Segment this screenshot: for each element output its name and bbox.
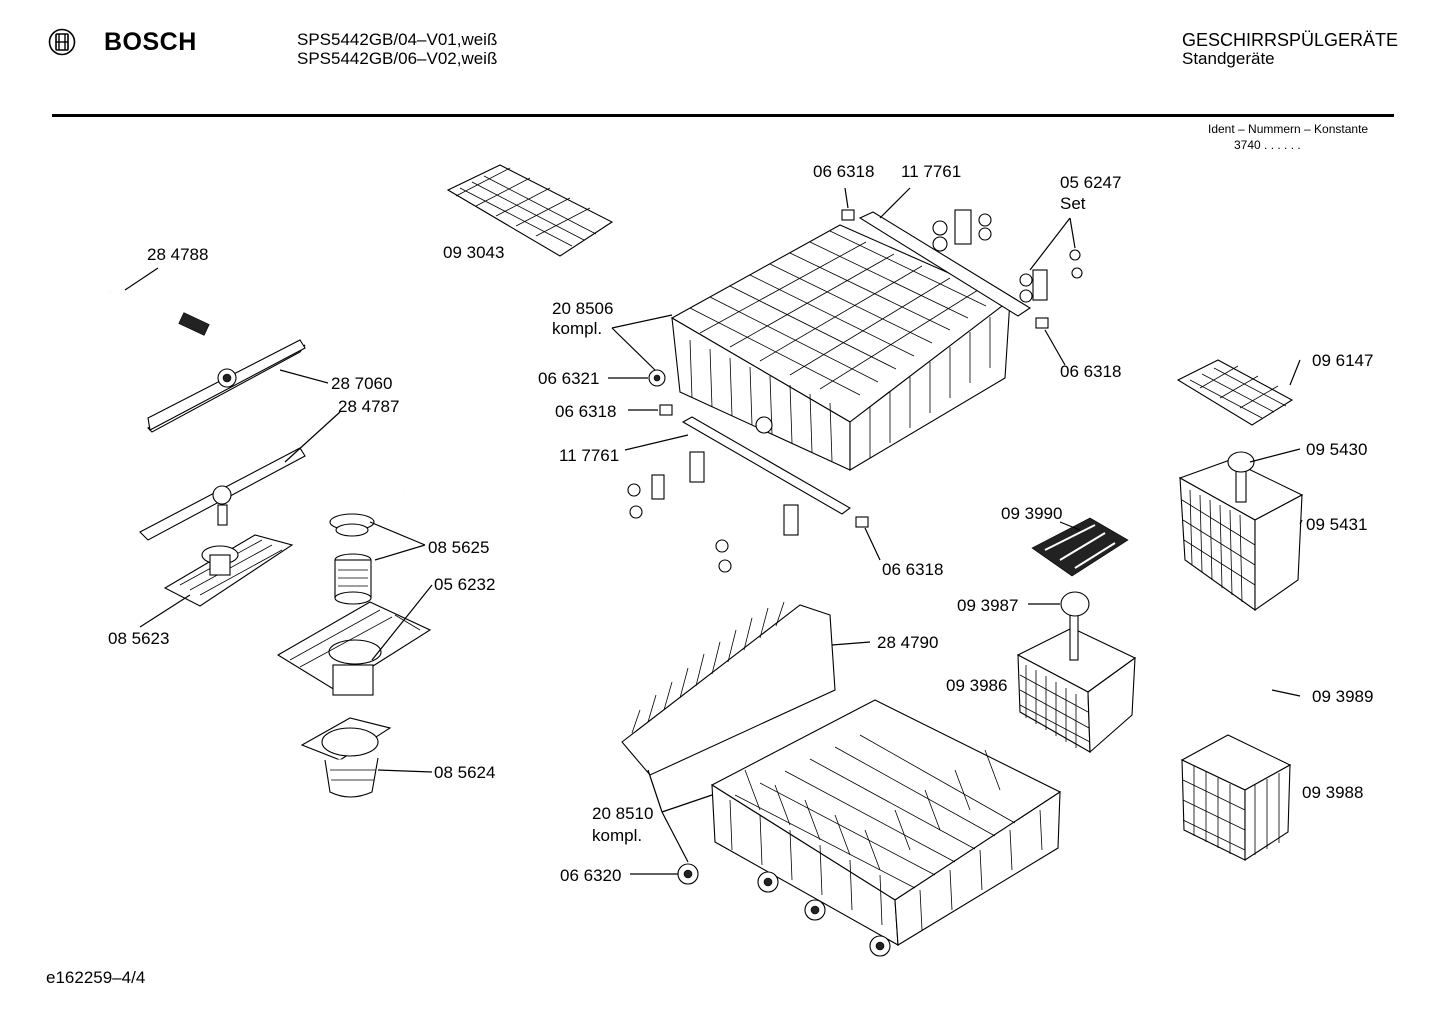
lower-basket <box>710 699 1062 946</box>
upper-rail-top <box>858 211 1032 317</box>
part-label-096147: 09 6147 <box>1312 351 1373 370</box>
part-label-093990: 09 3990 <box>1001 504 1062 523</box>
spray-arm-hub <box>163 534 294 607</box>
part-label-208506-note: kompl. <box>552 319 602 338</box>
part-label-093986: 09 3986 <box>946 676 1007 695</box>
part-label-066318-top: 06 6318 <box>813 162 874 181</box>
document-number: e162259–4/4 <box>46 968 146 987</box>
bosch-logo-icon <box>48 28 76 56</box>
model-line-1: SPS5442GB/04–V01,weiß <box>297 30 498 49</box>
part-label-117761-top: 11 7761 <box>901 162 961 181</box>
model-line-2: SPS5442GB/06–V02,weiß <box>297 49 498 68</box>
ident-value: 3740 . . . . . . <box>1234 138 1301 152</box>
upper-basket <box>670 224 1012 471</box>
cutlery-basket-lid <box>1031 517 1129 577</box>
appliance-category: GESCHIRRSPÜLGERÄTE <box>1182 30 1399 50</box>
part-label-066318-bottom: 06 6318 <box>882 560 943 579</box>
part-label-093987: 09 3987 <box>957 596 1018 615</box>
micro-filter <box>334 553 372 605</box>
part-label-208506: 20 8506 <box>552 299 613 318</box>
part-label-066321: 06 6321 <box>538 369 599 388</box>
part-label-085623: 08 5623 <box>108 629 169 648</box>
part-label-208510: 20 8510 <box>592 804 653 823</box>
rail-brackets <box>627 209 1083 573</box>
filter-pipe-handle <box>329 477 407 537</box>
cup-shelf-insert <box>446 164 614 257</box>
part-label-085625: 08 5625 <box>428 538 489 557</box>
part-label-093043: 09 3043 <box>443 243 504 262</box>
upper-basket-wheel <box>648 369 773 434</box>
part-label-066318-right: 06 6318 <box>1060 362 1121 381</box>
header-divider <box>52 114 1394 117</box>
part-label-066320: 06 6320 <box>560 866 621 885</box>
brand-name: BOSCH <box>104 28 197 56</box>
appliance-subcategory: Standgeräte <box>1182 49 1275 68</box>
plate-rack-insert <box>621 601 836 776</box>
rail-stoppers <box>659 209 1049 528</box>
part-label-284788: 28 4788 <box>147 245 208 264</box>
part-label-208510-note: kompl. <box>592 826 642 845</box>
ident-title: Ident – Nummern – Konstante <box>1208 122 1369 136</box>
part-label-287060: 28 7060 <box>331 374 392 393</box>
medium-cutlery-basket <box>1016 591 1137 754</box>
part-label-056247: 05 6247 <box>1060 173 1121 192</box>
part-label-095430: 09 5430 <box>1306 440 1367 459</box>
fine-filter-plate <box>276 601 432 696</box>
lower-spray-arm <box>139 447 306 541</box>
part-label-284790: 28 4790 <box>877 633 938 652</box>
small-cutlery-basket <box>1180 734 1292 862</box>
part-label-056232: 05 6232 <box>434 575 495 594</box>
leader-lines <box>124 187 1303 875</box>
part-label-093989: 09 3989 <box>1312 687 1373 706</box>
large-cutlery-basket <box>1178 451 1304 612</box>
part-label-284787: 28 4787 <box>338 397 399 416</box>
basket-handle <box>1203 637 1272 731</box>
part-label-095431: 09 5431 <box>1306 515 1367 534</box>
coarse-filter <box>300 717 392 798</box>
lower-basket-wheels <box>677 863 891 957</box>
spray-supply-pipe <box>103 286 210 542</box>
part-label-056247-note: Set <box>1060 194 1086 213</box>
upper-rail-bottom <box>681 416 851 515</box>
small-cutlery-insert-lid <box>1176 359 1294 426</box>
part-label-093988: 09 3988 <box>1302 783 1363 802</box>
upper-spray-arm <box>147 339 306 433</box>
part-label-117761-bottom: 11 7761 <box>559 446 619 465</box>
part-label-066318-left: 06 6318 <box>555 402 616 421</box>
part-labels: 28 4788 09 3043 06 6318 11 7761 05 6247 … <box>108 162 1373 885</box>
part-label-085624: 08 5624 <box>434 763 495 782</box>
